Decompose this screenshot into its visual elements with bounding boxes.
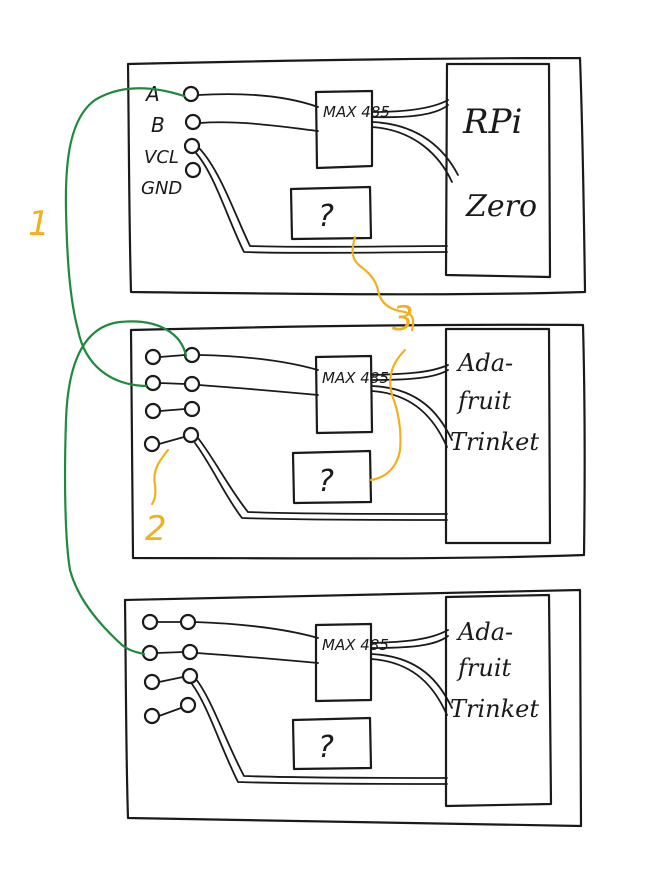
unknown-box-label: ?	[318, 199, 334, 234]
pin-label-gnd: GND	[141, 178, 182, 199]
board-outline	[444, 593, 553, 808]
board-label-line1: Ada-	[456, 349, 513, 377]
terminal-right-1	[183, 346, 201, 364]
wire-vcl	[195, 147, 448, 254]
max485-chip	[314, 622, 373, 703]
chip-label: MAX 485	[322, 636, 389, 654]
terminal-left-1	[144, 348, 162, 366]
board-label-line3: Trinket	[450, 428, 539, 456]
terminal-right-3	[181, 667, 199, 685]
wire-2	[196, 652, 319, 664]
wire-chip-board-2	[371, 121, 459, 183]
terminal-left-2	[141, 644, 159, 662]
terminal-vcl	[183, 137, 201, 155]
board-label-line1: Ada-	[456, 618, 513, 646]
max485-chip	[314, 354, 374, 435]
terminal-right-2	[183, 375, 201, 393]
terminal-right-1	[179, 613, 197, 631]
green-wire-b-link	[63, 320, 188, 656]
wire-chip-board-1	[371, 364, 449, 381]
wire-chip-board-1	[371, 99, 449, 119]
unknown-box	[291, 449, 373, 505]
unknown-box	[289, 185, 373, 241]
green-wire-a-link	[64, 87, 186, 388]
chip-label: MAX 485	[322, 369, 389, 387]
module-outline	[123, 588, 583, 828]
board-outline	[444, 62, 552, 279]
terminal-links	[156, 621, 184, 717]
wire-b	[199, 121, 319, 132]
wire-vcl	[194, 437, 448, 521]
unknown-box-label: ?	[318, 464, 334, 499]
terminal-a	[182, 85, 200, 103]
wire-1	[194, 621, 319, 639]
terminal-gnd	[184, 161, 202, 179]
terminal-links	[158, 354, 186, 445]
module-trinket-1: MAX 485 ? Ada- fruit Trinket	[129, 323, 586, 560]
terminal-left-2	[144, 374, 162, 392]
wire-label-2: 2	[145, 509, 167, 549]
board-label-line2: Zero	[465, 189, 537, 224]
terminal-left-3	[144, 402, 162, 420]
wire-2	[198, 384, 319, 396]
wire-1	[198, 354, 319, 371]
module-trinket-2: MAX 485 ? Ada- fruit Trinket	[123, 588, 583, 828]
terminal-right-4	[182, 426, 200, 444]
wire-chip-board-2	[370, 653, 453, 716]
board-label-line1: RPi	[462, 102, 522, 142]
module-rpi-zero: A B VCL GND MAX 485 ? RPi Zero	[126, 56, 587, 296]
pin-label-b: B	[151, 113, 165, 137]
wire-vcl	[191, 678, 448, 785]
wire-a	[197, 93, 319, 108]
terminal-left-4	[143, 707, 161, 725]
board-outline	[444, 327, 552, 545]
terminal-right-4	[179, 696, 197, 714]
wire-chip-board-2	[371, 385, 453, 448]
terminal-left-3	[143, 673, 161, 691]
wire-chip-board-1	[370, 629, 449, 649]
terminal-right-2	[181, 643, 199, 661]
terminal-left-1	[141, 613, 159, 631]
board-label-line2: fruit	[456, 387, 511, 415]
yellow-wire-2	[150, 448, 170, 506]
board-label-line3: Trinket	[450, 695, 539, 723]
terminal-right-3	[183, 400, 201, 418]
yellow-wire-unknown-link	[369, 348, 407, 482]
pin-label-a: A	[144, 82, 160, 106]
module-outline	[126, 56, 587, 296]
pin-label-vcl: VCL	[144, 147, 179, 168]
wire-label-3: 3	[392, 299, 414, 339]
terminal-left-4	[143, 435, 161, 453]
max485-chip	[314, 89, 374, 170]
board-label-line2: fruit	[456, 654, 511, 682]
wire-label-1: 1	[28, 204, 50, 244]
unknown-box-label: ?	[318, 730, 334, 765]
module-outline	[129, 323, 586, 560]
unknown-box	[291, 716, 373, 771]
terminal-b	[184, 113, 202, 131]
yellow-wire-3	[351, 235, 415, 332]
